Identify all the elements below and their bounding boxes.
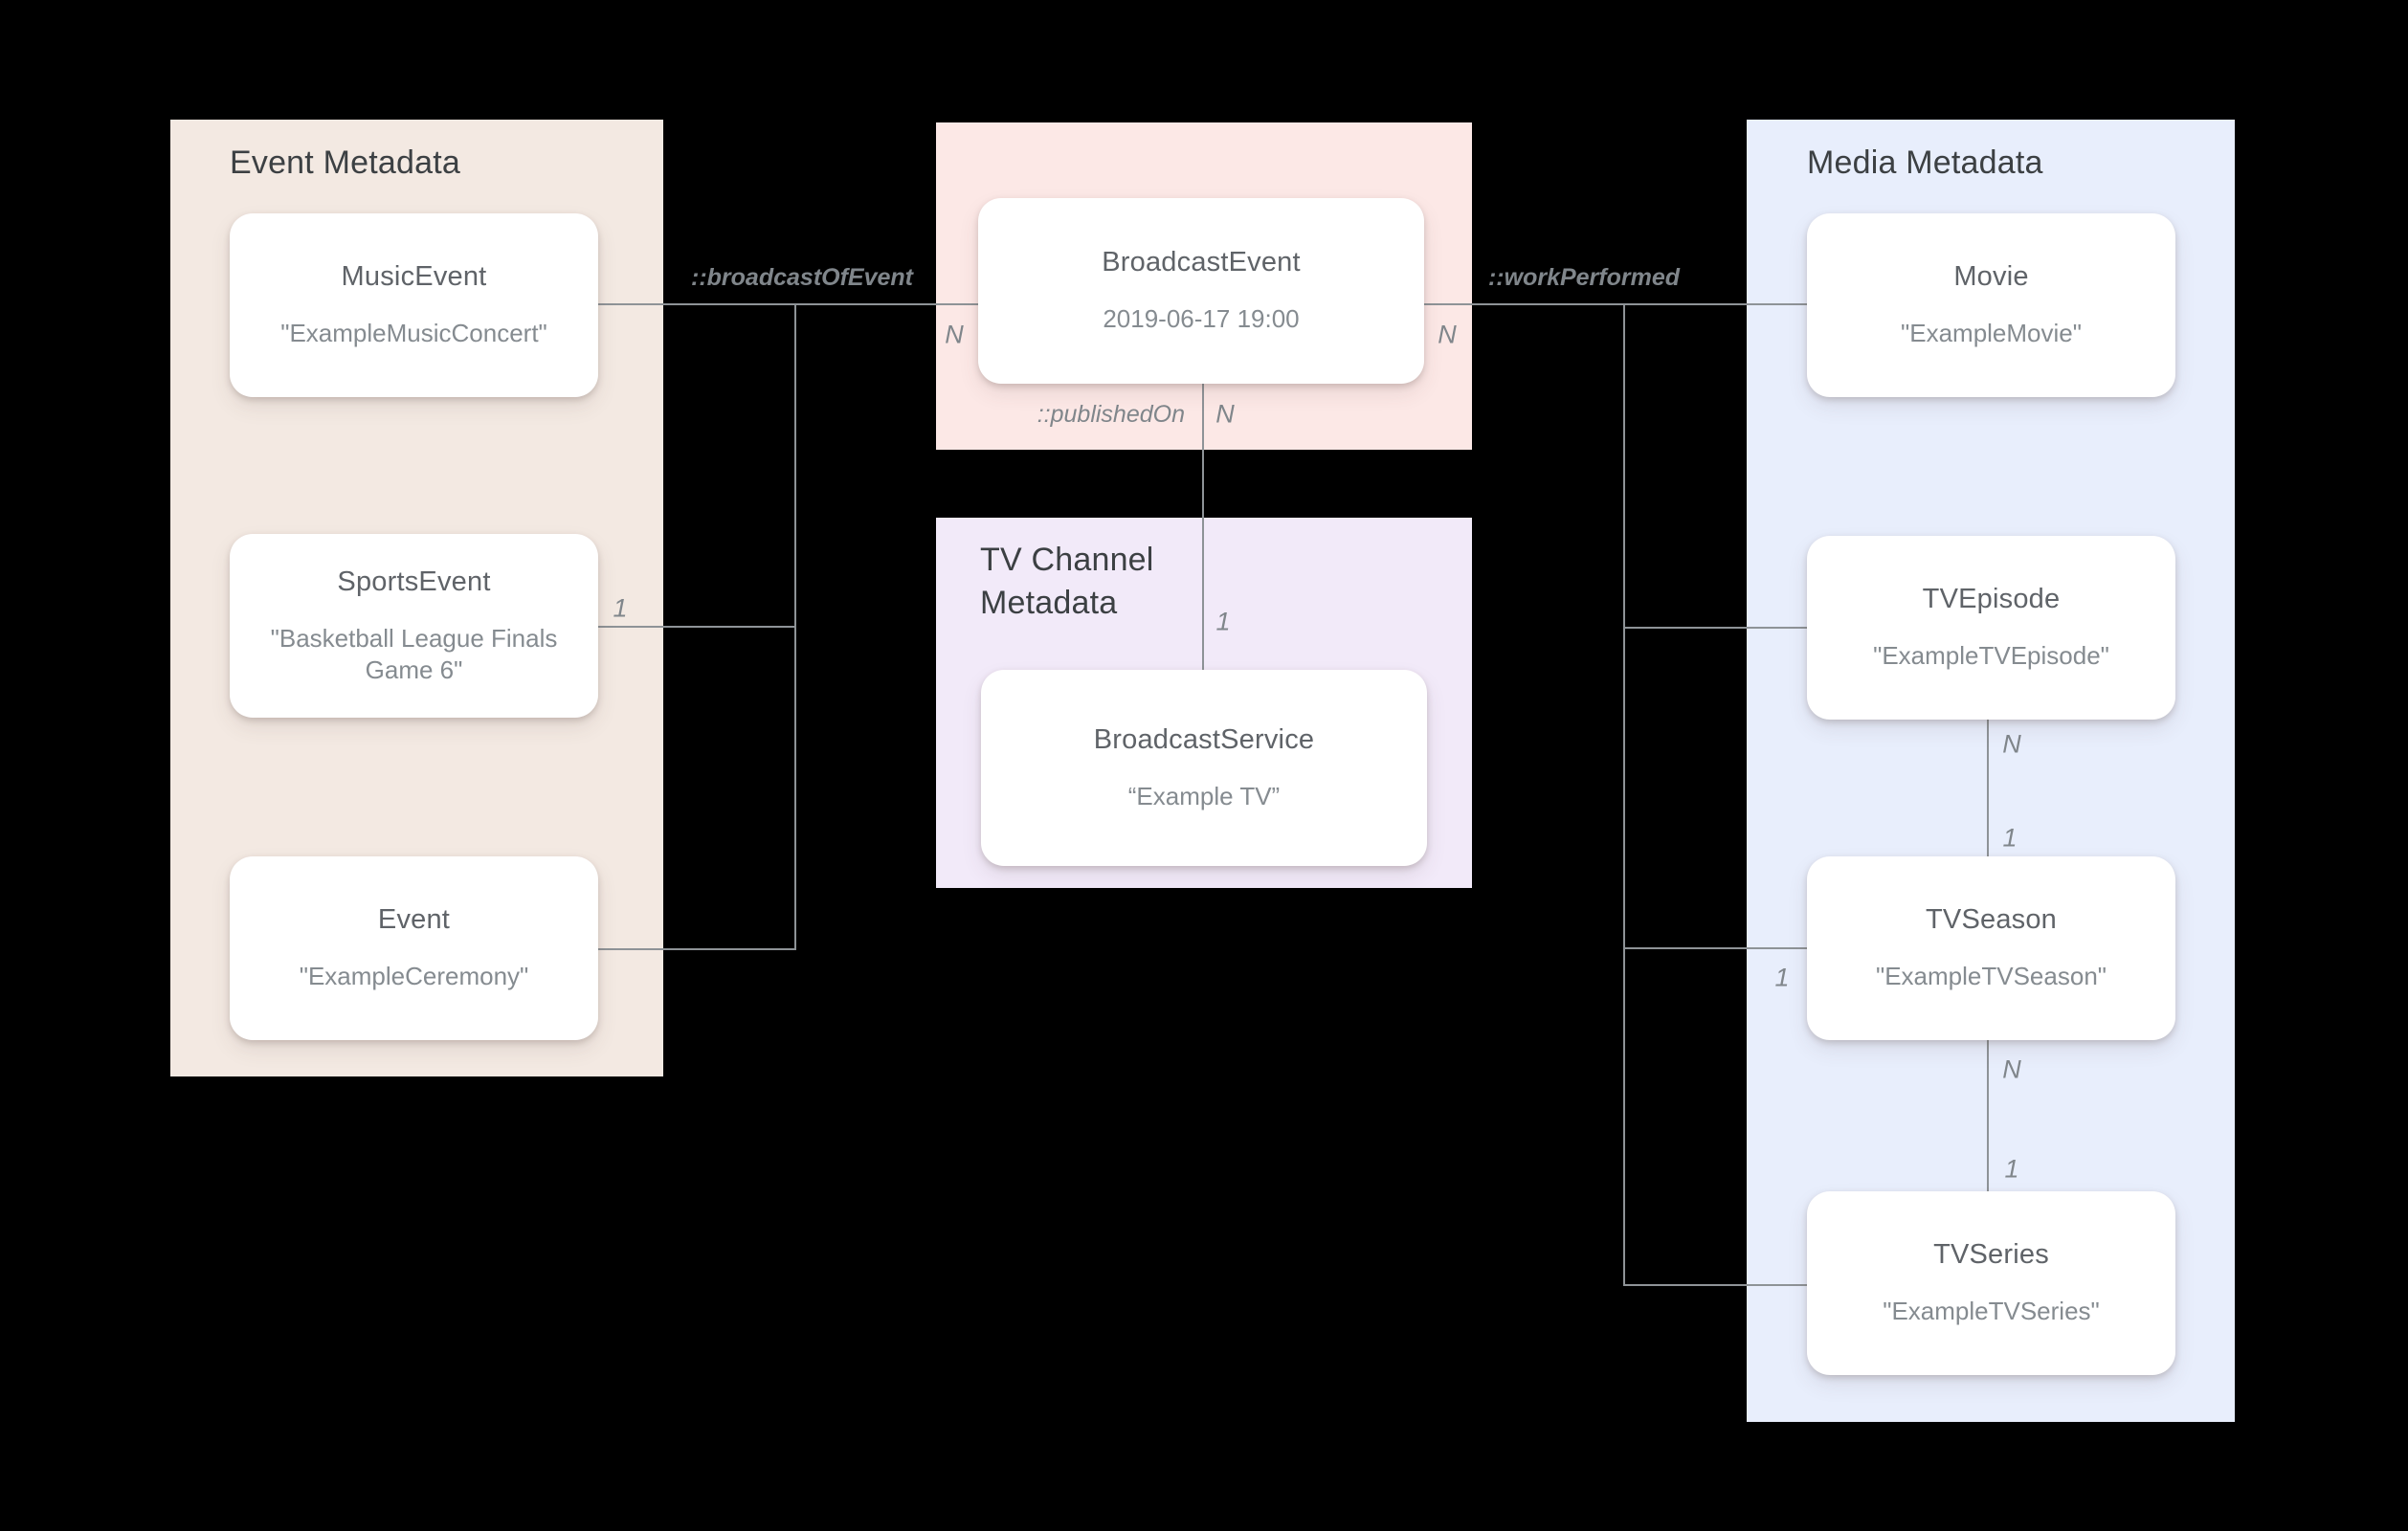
publishedon-label: ::publishedOn <box>1037 401 1185 428</box>
tvseason-card: TVSeason "ExampleTVSeason" <box>1807 856 2175 1040</box>
connector-event-branch <box>598 948 796 950</box>
broadcastevent-card-subtitle: 2019-06-17 19:00 <box>1103 304 1300 334</box>
connector-sportsevent-branch <box>598 626 796 628</box>
cardinality-n-broadcastofevent: N <box>945 320 964 349</box>
cardinality-n-episode-season: N <box>2002 729 2021 759</box>
musicevent-card-title: MusicEvent <box>341 261 487 293</box>
connector-tvepisode-branch <box>1623 627 1807 629</box>
event-card-subtitle: "ExampleCeremony" <box>299 962 529 991</box>
connector-tvseason-tvseries <box>1987 1040 1989 1191</box>
cardinality-1-sportsevent: 1 <box>613 593 628 623</box>
musicevent-card-subtitle: "ExampleMusicConcert" <box>280 319 547 348</box>
tvseason-card-subtitle: "ExampleTVSeason" <box>1875 962 2107 991</box>
event-metadata-title: Event Metadata <box>230 144 460 181</box>
tvseries-card: TVSeries "ExampleTVSeries" <box>1807 1191 2175 1375</box>
connector-tvepisode-tvseason <box>1987 720 1989 856</box>
broadcastofevent-label: ::broadcastOfEvent <box>691 264 913 291</box>
tvepisode-card-subtitle: "ExampleTVEpisode" <box>1873 641 2109 671</box>
broadcastservice-card-title: BroadcastService <box>1093 723 1315 755</box>
movie-card: Movie "ExampleMovie" <box>1807 213 2175 397</box>
cardinality-n-publishedon: N <box>1215 399 1235 429</box>
movie-card-subtitle: "ExampleMovie" <box>1901 319 2082 348</box>
connector-musicevent-broadcastevent <box>598 303 980 305</box>
connector-publishedon <box>1202 384 1204 670</box>
cardinality-n-season-series: N <box>2002 1054 2021 1084</box>
tv-channel-metadata-title: TV Channel Metadata <box>980 542 1154 621</box>
workperformed-label: ::workPerformed <box>1487 264 1681 291</box>
broadcastservice-card-subtitle: “Example TV” <box>1127 781 1281 810</box>
sportsevent-card: SportsEvent "Basketball League Finals Ga… <box>230 534 598 718</box>
cardinality-1-tvseason-left: 1 <box>1774 963 1790 992</box>
broadcastevent-card-title: BroadcastEvent <box>1102 247 1301 278</box>
movie-card-title: Movie <box>1953 261 2029 293</box>
tvseason-card-title: TVSeason <box>1925 904 2057 936</box>
event-card-title: Event <box>377 904 451 936</box>
connector-tvseries-branch <box>1623 1284 1807 1286</box>
cardinality-1-publishedon: 1 <box>1215 607 1231 636</box>
sportsevent-card-title: SportsEvent <box>337 566 491 597</box>
tvepisode-card: TVEpisode "ExampleTVEpisode" <box>1807 536 2175 720</box>
tvseries-card-subtitle: "ExampleTVSeries" <box>1883 1297 2100 1326</box>
connector-broadcastevent-movie <box>1424 303 1809 305</box>
connector-tvseason-branch <box>1623 947 1807 949</box>
tvepisode-card-title: TVEpisode <box>1922 584 2061 615</box>
event-card: Event "ExampleCeremony" <box>230 856 598 1040</box>
broadcastevent-card: BroadcastEvent 2019-06-17 19:00 <box>978 198 1424 384</box>
cardinality-1-season-series: 1 <box>2004 1154 2019 1184</box>
broadcastservice-card: BroadcastService “Example TV” <box>981 670 1427 866</box>
media-metadata-title: Media Metadata <box>1807 144 2043 181</box>
tvseries-card-title: TVSeries <box>1933 1239 2049 1271</box>
sportsevent-card-subtitle: "Basketball League Finals Game 6" <box>270 624 558 684</box>
musicevent-card: MusicEvent "ExampleMusicConcert" <box>230 213 598 397</box>
cardinality-n-workperformed: N <box>1438 320 1457 349</box>
connector-workperformed-trunk <box>1623 303 1625 1286</box>
cardinality-1-episode-season: 1 <box>2002 823 2018 853</box>
